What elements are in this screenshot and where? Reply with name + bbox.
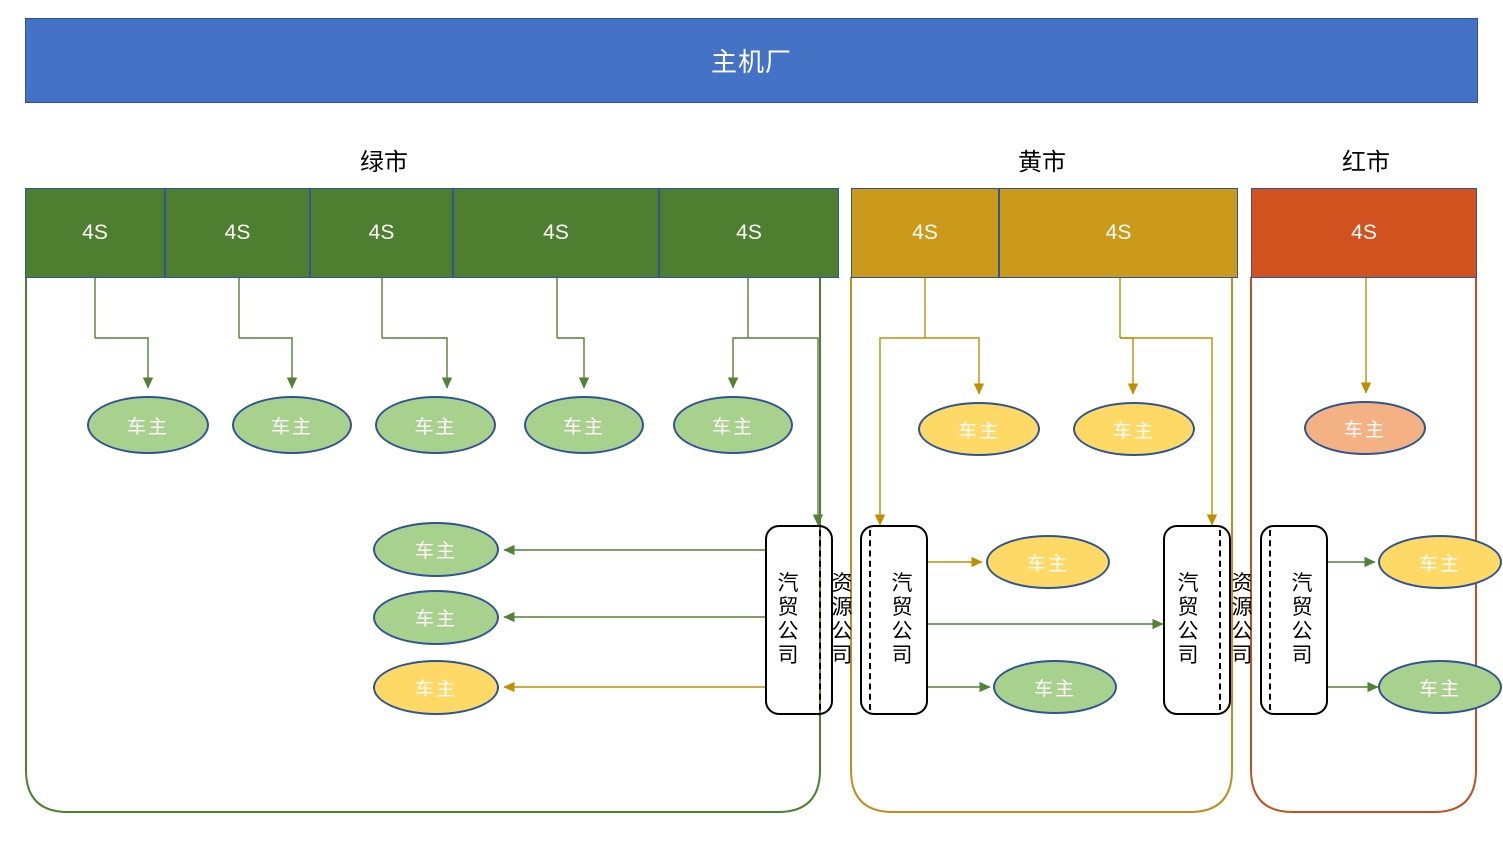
company-label-left-resource: 资 源 公 司 (824, 530, 860, 710)
owner-ellipse-green-3[interactable]: 车主 (375, 396, 496, 454)
char: 资 (831, 572, 853, 596)
owner-ellipse-green-4[interactable]: 车主 (524, 396, 644, 454)
company-label-right-trade-a: 汽 贸 公 司 (1170, 530, 1206, 710)
owner-label: 车主 (414, 541, 457, 562)
char: 贸 (891, 596, 913, 620)
owner-ellipse-right-2[interactable]: 车主 (1378, 660, 1502, 714)
char: 司 (777, 643, 799, 667)
owner-label: 车主 (1026, 553, 1069, 575)
owner-ellipse-mid-center-1[interactable]: 车主 (986, 535, 1110, 589)
owner-ellipse-green-5[interactable]: 车主 (673, 396, 793, 454)
owner-ellipse-green-1[interactable]: 车主 (87, 396, 209, 454)
city-title-red: 红市 (1342, 149, 1390, 176)
char: 公 (1177, 620, 1199, 643)
char: 司 (831, 643, 853, 667)
owner-label: 车主 (957, 420, 1000, 442)
dealer-label: 4S (543, 221, 569, 244)
dealer-box-yellow-2[interactable]: 4S (999, 188, 1238, 278)
company-label-right-resource: 资 源 公 司 (1224, 530, 1260, 710)
owner-ellipse-green-2[interactable]: 车主 (232, 396, 352, 454)
dealer-label: 4S (368, 221, 395, 244)
owner-ellipse-red-1[interactable]: 车主 (1304, 401, 1426, 455)
dealer-box-green-2[interactable]: 4S (165, 188, 310, 278)
company-label-right-trade-b: 汽 贸 公 司 (1284, 530, 1320, 710)
char: 司 (1231, 643, 1253, 667)
char: 源 (1231, 596, 1253, 620)
char: 公 (891, 620, 913, 643)
owner-label: 车主 (1343, 419, 1386, 441)
char: 汽 (1291, 572, 1313, 596)
dealer-box-yellow-1[interactable]: 4S (851, 188, 999, 278)
dealer-box-green-5[interactable]: 4S (659, 188, 839, 278)
dealer-box-green-3[interactable]: 4S (310, 188, 453, 278)
owner-label: 车主 (414, 416, 457, 438)
dealer-label: 4S (736, 221, 762, 244)
char: 公 (831, 620, 853, 643)
company-divider-left-a (819, 530, 821, 710)
owner-ellipse-right-1[interactable]: 车主 (1378, 535, 1502, 589)
dealer-box-green-1[interactable]: 4S (25, 188, 165, 278)
char: 汽 (891, 572, 913, 596)
company-divider-right-b (1269, 530, 1271, 710)
company-divider-left-b (869, 530, 871, 710)
char: 贸 (777, 596, 799, 620)
owner-label: 车主 (1033, 678, 1076, 700)
dealer-label: 4S (1351, 221, 1377, 244)
company-divider-right-a (1219, 530, 1221, 710)
owner-label: 车主 (711, 416, 754, 438)
header-banner: 主机厂 (25, 18, 1478, 103)
owner-ellipse-yellow-2[interactable]: 车主 (1073, 402, 1195, 456)
dealer-box-green-4[interactable]: 4S (453, 188, 659, 278)
char: 司 (1291, 643, 1313, 667)
owner-ellipse-yellow-1[interactable]: 车主 (918, 402, 1040, 456)
owner-ellipse-mid-left-3[interactable]: 车主 (373, 660, 499, 715)
owner-label: 车主 (126, 416, 169, 438)
dealer-label: 4S (224, 221, 251, 244)
char: 汽 (1177, 572, 1199, 596)
dealer-label: 4S (82, 221, 108, 244)
owner-label: 车主 (1418, 678, 1461, 700)
dealer-label: 4S (1105, 221, 1132, 244)
dealer-label: 4S (912, 221, 938, 244)
owner-label: 车主 (562, 416, 605, 438)
char: 司 (891, 643, 913, 667)
char: 源 (831, 596, 853, 620)
owner-ellipse-mid-left-2[interactable]: 车主 (373, 590, 499, 645)
header-title: 主机厂 (710, 47, 792, 77)
char: 资 (1231, 572, 1253, 596)
char: 贸 (1177, 596, 1199, 620)
owner-label: 车主 (270, 416, 313, 438)
char: 贸 (1291, 596, 1313, 620)
char: 公 (1291, 620, 1313, 643)
owner-ellipse-mid-left-1[interactable]: 车主 (373, 522, 499, 577)
owner-label: 车主 (1112, 420, 1155, 442)
char: 公 (1231, 620, 1253, 643)
owner-label: 车主 (414, 679, 457, 700)
char: 公 (777, 620, 799, 643)
owner-ellipse-mid-center-2[interactable]: 车主 (993, 660, 1117, 714)
company-label-left-trade-b: 汽 贸 公 司 (884, 530, 920, 710)
company-label-left-trade-a: 汽 贸 公 司 (770, 530, 806, 710)
owner-label: 车主 (1418, 553, 1461, 575)
char: 司 (1177, 643, 1199, 667)
dealer-box-red-1[interactable]: 4S (1251, 188, 1477, 278)
city-title-green: 绿市 (360, 149, 408, 176)
owner-label: 车主 (414, 609, 457, 630)
char: 汽 (777, 572, 799, 596)
city-title-yellow: 黄市 (1018, 149, 1066, 176)
